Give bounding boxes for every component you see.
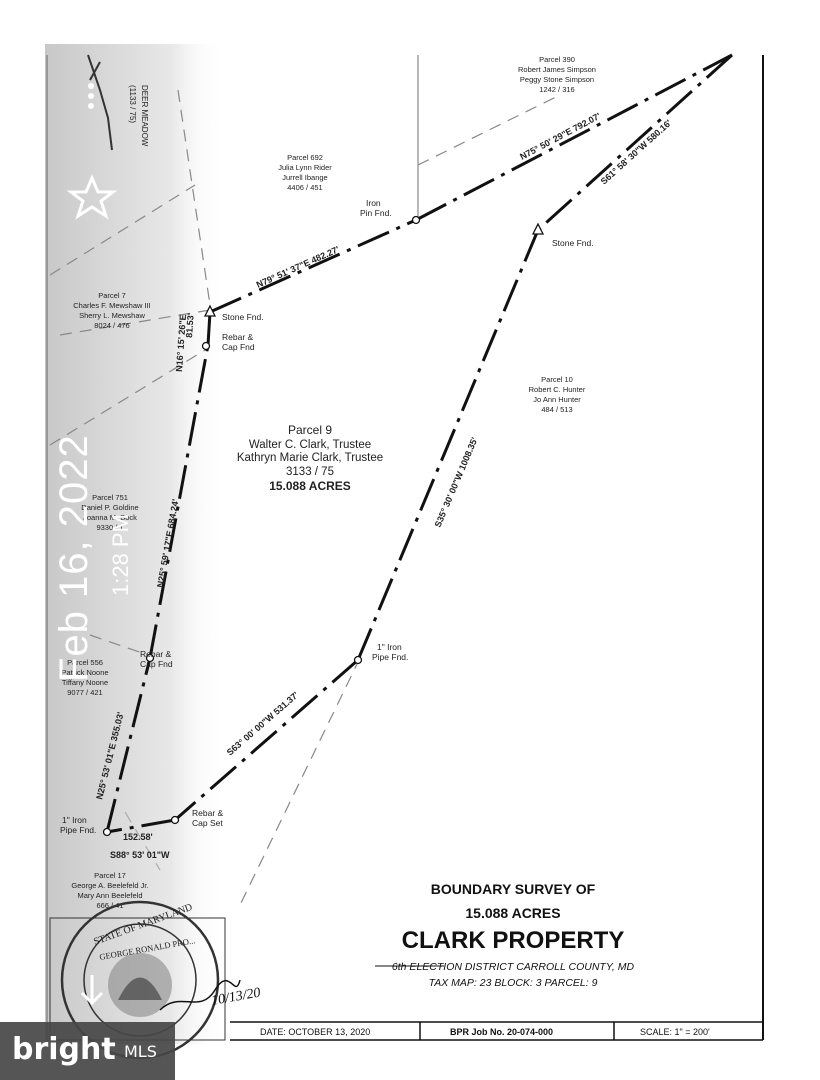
- footer-scale: SCALE: 1" = 200': [640, 1027, 710, 1037]
- parcel-556-owner1: Patrick Noone: [61, 668, 108, 677]
- title-property: CLARK PROPERTY: [402, 927, 625, 954]
- parcel-390-label: Parcel 390: [539, 55, 575, 64]
- parcel-7-label: Parcel 7: [98, 291, 126, 300]
- rebar-set-label: Rebar &: [192, 808, 224, 818]
- main-parcel-owner1: Walter C. Clark, Trustee: [249, 439, 371, 451]
- title-line1: BOUNDARY SURVEY OF: [431, 881, 596, 897]
- parcel-10-owner1: Robert C. Hunter: [529, 385, 586, 394]
- stone-label-e: Stone Fnd.: [552, 238, 594, 248]
- iron-pipe-marker-sw: [102, 827, 112, 837]
- mls-brand: bright: [12, 1032, 116, 1067]
- iron-pin-marker: [411, 215, 421, 225]
- iron-pipe-sw-label: 1" Iron: [62, 815, 87, 825]
- download-icon[interactable]: [80, 975, 104, 1006]
- rebar-set-label2: Cap Set: [192, 818, 223, 828]
- parcel-17-label: Parcel 17: [94, 871, 126, 880]
- main-parcel-acres: 15.088 ACRES: [269, 479, 351, 493]
- parcel-10-label: Parcel 10: [541, 375, 573, 384]
- parcel-556-label: Parcel 556: [67, 658, 103, 667]
- title-tax-info: TAX MAP: 23 BLOCK: 3 PARCEL: 9: [429, 977, 598, 989]
- bearing-s88: S88° 53' 01"W: [110, 850, 170, 860]
- photo-time-overlay: 1:28 PM: [108, 514, 133, 596]
- stone-marker-nw: [203, 304, 217, 317]
- parcel-556-deed: 9077 / 421: [67, 688, 102, 697]
- rebar-marker-mid: [145, 653, 155, 663]
- star-icon[interactable]: [66, 174, 118, 220]
- parcel-17-deed: 666 / 41: [96, 901, 123, 910]
- road-deed: (1133 / 75): [128, 85, 137, 123]
- parcel-556-owner2: Tiffany Noone: [62, 678, 108, 687]
- footer-job: BPR Job No. 20-074-000: [450, 1027, 553, 1037]
- title-location: 6th ELECTION DISTRICT CARROLL COUNTY, MD: [392, 961, 635, 973]
- bearing-n16-distance: 81.53': [184, 313, 196, 338]
- rebar-marker-top: [201, 341, 211, 351]
- parcel-10-deed: 484 / 513: [541, 405, 572, 414]
- main-parcel-owner2: Kathryn Marie Clark, Trustee: [237, 452, 383, 464]
- stone-label-nw: Stone Fnd.: [222, 312, 264, 322]
- parcel-751-label: Parcel 751: [92, 493, 128, 502]
- bearing-n16: N16° 15' 26"E: [174, 314, 188, 372]
- mls-watermark: bright MLS: [0, 1022, 175, 1080]
- iron-pin-label: Iron: [366, 198, 381, 208]
- rebar-top-label2: Cap Fnd: [222, 342, 255, 352]
- parcel-692-owner2: Jurrell Ibange: [282, 173, 327, 182]
- parcel-692-deed: 4406 / 451: [287, 183, 322, 192]
- parcel-692-owner1: Julia Lynn Rider: [278, 163, 332, 172]
- parcel-390-deed: 1242 / 316: [539, 85, 574, 94]
- iron-pipe-mid-label2: Pipe Fnd.: [372, 652, 408, 662]
- parcel-17-owner1: George A. Beelefeld Jr.: [71, 881, 148, 890]
- rebar-mid-label2: Cap Fnd: [140, 659, 173, 669]
- parcel-17-owner2: Mary Ann Beelefeld: [77, 891, 142, 900]
- road-label: DEER MEADOW: [140, 85, 149, 147]
- main-parcel-deed: 3133 / 75: [286, 466, 334, 478]
- parcel-7-owner1: Charles F. Mewshaw III: [73, 301, 151, 310]
- parcel-390-owner2: Peggy Stone Simpson: [520, 75, 594, 84]
- parcel-7-owner2: Sherry L. Mewshaw: [79, 311, 145, 320]
- parcel-751-owner1: Daniel P. Goldine: [81, 503, 138, 512]
- iron-pipe-marker-mid: [353, 655, 363, 665]
- mls-suffix: MLS: [124, 1042, 157, 1061]
- parcel-751-deed: 9330 / 1: [96, 523, 123, 532]
- parcel-692-label: Parcel 692: [287, 153, 323, 162]
- parcel-751-owner2: Joanna M. Bock: [83, 513, 137, 522]
- footer-date: DATE: OCTOBER 13, 2020: [260, 1027, 370, 1037]
- photo-shadow: [45, 44, 225, 1044]
- main-parcel-name: Parcel 9: [288, 423, 332, 437]
- parcel-7-deed: 8024 / 476: [94, 321, 129, 330]
- parcel-10-owner2: Jo Ann Hunter: [533, 395, 581, 404]
- photo-date-overlay: Feb 16, 2022: [52, 434, 96, 682]
- bearing-s88-distance: 152.58': [123, 832, 153, 842]
- iron-pipe-sw-label2: Pipe Fnd.: [60, 825, 96, 835]
- rebar-set-marker: [170, 815, 180, 825]
- more-vertical-icon[interactable]: [88, 83, 94, 109]
- rebar-top-label: Rebar &: [222, 332, 254, 342]
- surveyor-signature: [159, 979, 241, 1011]
- parcel-390-owner1: Robert James Simpson: [518, 65, 596, 74]
- title-line2: 15.088 ACRES: [465, 905, 560, 921]
- parcel-boundary: [105, 53, 734, 834]
- iron-pipe-mid-label: 1" Iron: [377, 642, 402, 652]
- rebar-mid-label: Rebar &: [140, 649, 172, 659]
- iron-pin-label2: Pin Fnd.: [360, 208, 392, 218]
- stone-marker-e: [531, 222, 545, 235]
